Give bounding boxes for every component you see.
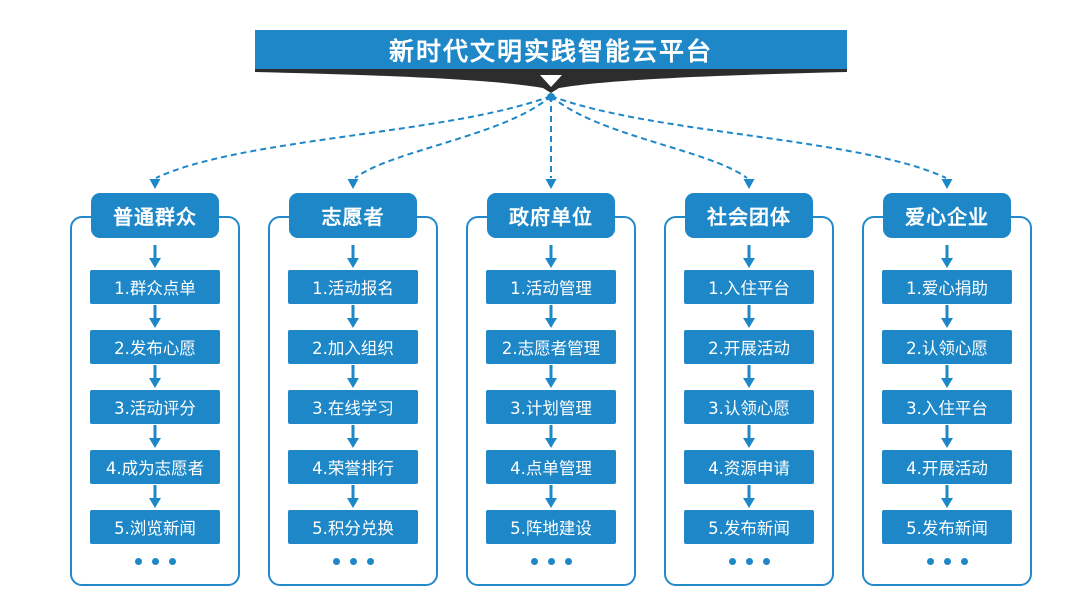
- role-column-2: 志愿者 1.活动报名 2.加入组织 3.在线学习 4.荣誉排行 5.积分兑换: [268, 193, 438, 586]
- arrowhead-col5: [941, 179, 953, 189]
- ellipsis-dots: [530, 558, 572, 565]
- role-header: 志愿者: [289, 193, 417, 238]
- step-item: 4.开展活动: [882, 450, 1012, 484]
- ellipsis-dots: [926, 558, 968, 565]
- role-flow: 1.活动管理 2.志愿者管理 3.计划管理 4.点单管理 5.阵地建设: [468, 218, 634, 565]
- connector-origin-dot: [547, 93, 555, 101]
- down-arrow-icon: [743, 245, 755, 268]
- role-flow-container: 1.爱心捐助 2.认领心愿 3.入住平台 4.开展活动 5.发布新闻: [862, 216, 1032, 586]
- role-header: 爱心企业: [883, 193, 1011, 238]
- role-flow-container: 1.活动管理 2.志愿者管理 3.计划管理 4.点单管理 5.阵地建设: [466, 216, 636, 586]
- platform-title: 新时代文明实践智能云平台: [388, 36, 713, 66]
- arrowhead-col3: [545, 179, 557, 189]
- down-arrow-icon: [743, 485, 755, 508]
- step-item: 2.发布心愿: [90, 330, 220, 364]
- down-arrow-icon: [347, 365, 359, 388]
- columns-row: 普通群众 1.群众点单 2.发布心愿 3.活动评分 4.成为志愿者 5.浏览新闻 志愿者…: [70, 193, 1032, 586]
- down-arrow-icon: [545, 425, 557, 448]
- step-item: 2.志愿者管理: [486, 330, 616, 364]
- role-column-5: 爱心企业 1.爱心捐助 2.认领心愿 3.入住平台 4.开展活动 5.发布新闻: [862, 193, 1032, 586]
- step-item: 3.计划管理: [486, 390, 616, 424]
- step-item: 1.活动管理: [486, 270, 616, 304]
- down-arrow-icon: [347, 305, 359, 328]
- step-item: 5.积分兑换: [288, 510, 418, 544]
- down-arrow-icon: [149, 305, 161, 328]
- platform-banner: 新时代文明实践智能云平台: [255, 30, 847, 69]
- down-arrow-icon: [545, 245, 557, 268]
- step-item: 2.加入组织: [288, 330, 418, 364]
- step-item: 3.入住平台: [882, 390, 1012, 424]
- down-arrow-icon: [347, 485, 359, 508]
- down-arrow-icon: [149, 245, 161, 268]
- down-arrow-icon: [743, 365, 755, 388]
- step-item: 4.点单管理: [486, 450, 616, 484]
- step-item: 3.在线学习: [288, 390, 418, 424]
- step-item: 2.认领心愿: [882, 330, 1012, 364]
- role-flow-container: 1.入住平台 2.开展活动 3.认领心愿 4.资源申请 5.发布新闻: [664, 216, 834, 586]
- step-item: 1.爱心捐助: [882, 270, 1012, 304]
- down-arrow-icon: [941, 305, 953, 328]
- step-item: 5.阵地建设: [486, 510, 616, 544]
- connector-lines: [149, 93, 953, 189]
- ellipsis-dots: [134, 558, 176, 565]
- step-item: 4.资源申请: [684, 450, 814, 484]
- down-arrow-icon: [941, 485, 953, 508]
- down-arrow-icon: [149, 425, 161, 448]
- role-column-3: 政府单位 1.活动管理 2.志愿者管理 3.计划管理 4.点单管理 5.阵地建设: [466, 193, 636, 586]
- role-flow: 1.活动报名 2.加入组织 3.在线学习 4.荣誉排行 5.积分兑换: [270, 218, 436, 565]
- down-arrow-icon: [743, 425, 755, 448]
- down-arrow-icon: [743, 305, 755, 328]
- arrowhead-col4: [743, 179, 755, 189]
- connector-to-col4: [550, 95, 748, 179]
- role-flow-container: 1.活动报名 2.加入组织 3.在线学习 4.荣誉排行 5.积分兑换: [268, 216, 438, 586]
- step-item: 2.开展活动: [684, 330, 814, 364]
- down-arrow-icon: [941, 365, 953, 388]
- step-item: 3.活动评分: [90, 390, 220, 424]
- role-header: 政府单位: [487, 193, 615, 238]
- step-item: 5.发布新闻: [882, 510, 1012, 544]
- step-item: 4.成为志愿者: [90, 450, 220, 484]
- role-flow: 1.入住平台 2.开展活动 3.认领心愿 4.资源申请 5.发布新闻: [666, 218, 832, 565]
- ellipsis-dots: [332, 558, 374, 565]
- connector-to-col1: [155, 95, 552, 179]
- connector-to-col2: [354, 95, 552, 179]
- connector-to-col5: [550, 95, 947, 179]
- step-item: 3.认领心愿: [684, 390, 814, 424]
- role-column-4: 社会团体 1.入住平台 2.开展活动 3.认领心愿 4.资源申请 5.发布新闻: [664, 193, 834, 586]
- down-arrow-icon: [347, 245, 359, 268]
- step-item: 5.浏览新闻: [90, 510, 220, 544]
- banner-tail-shape: [255, 69, 847, 93]
- ellipsis-dots: [728, 558, 770, 565]
- role-header: 普通群众: [91, 193, 219, 238]
- chevron-down-icon: [540, 75, 562, 87]
- step-item: 1.群众点单: [90, 270, 220, 304]
- role-header: 社会团体: [685, 193, 813, 238]
- role-flow: 1.爱心捐助 2.认领心愿 3.入住平台 4.开展活动 5.发布新闻: [864, 218, 1030, 565]
- arrowhead-col1: [149, 179, 161, 189]
- down-arrow-icon: [347, 425, 359, 448]
- step-item: 1.入住平台: [684, 270, 814, 304]
- down-arrow-icon: [149, 365, 161, 388]
- step-item: 1.活动报名: [288, 270, 418, 304]
- down-arrow-icon: [545, 365, 557, 388]
- down-arrow-icon: [149, 485, 161, 508]
- down-arrow-icon: [545, 305, 557, 328]
- role-flow: 1.群众点单 2.发布心愿 3.活动评分 4.成为志愿者 5.浏览新闻: [72, 218, 238, 565]
- role-column-1: 普通群众 1.群众点单 2.发布心愿 3.活动评分 4.成为志愿者 5.浏览新闻: [70, 193, 240, 586]
- down-arrow-icon: [545, 485, 557, 508]
- down-arrow-icon: [941, 425, 953, 448]
- down-arrow-icon: [941, 245, 953, 268]
- step-item: 5.发布新闻: [684, 510, 814, 544]
- step-item: 4.荣誉排行: [288, 450, 418, 484]
- arrowhead-col2: [347, 179, 359, 189]
- role-flow-container: 1.群众点单 2.发布心愿 3.活动评分 4.成为志愿者 5.浏览新闻: [70, 216, 240, 586]
